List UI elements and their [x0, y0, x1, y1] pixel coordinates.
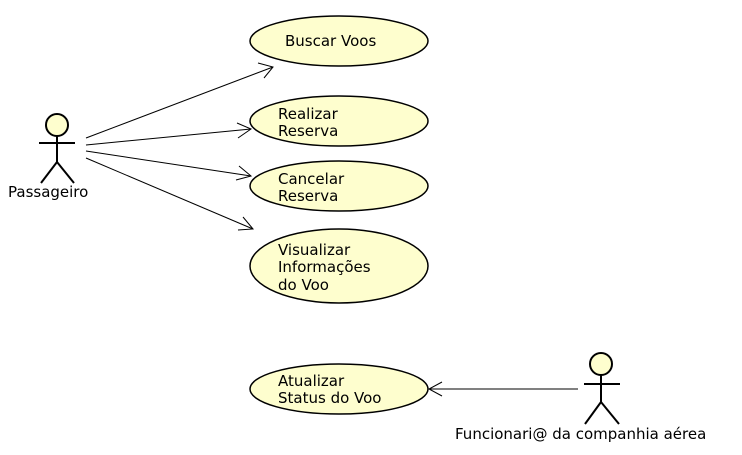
- use-case-cancelar-reserva[interactable]: Cancelar Reserva: [249, 160, 429, 212]
- association-passageiro-cancelar-reserva: [85, 150, 253, 181]
- use-case-realizar-reserva[interactable]: Realizar Reserva: [249, 95, 429, 147]
- use-case-label-line-2: Reserva: [278, 122, 338, 140]
- actor-passageiro[interactable]: Passageiro: [8, 113, 88, 201]
- stick-figure-icon: [39, 113, 75, 184]
- use-case-label-line-1: Visualizar: [278, 241, 351, 259]
- use-case-ellipse: [249, 95, 429, 147]
- use-case-atualizar-status[interactable]: Atualizar Status do Voo: [249, 363, 429, 415]
- use-case-ellipse: [249, 228, 429, 304]
- association-passageiro-realizar-reserva: [85, 122, 253, 146]
- use-case-label-line-2: Status do Voo: [278, 389, 381, 407]
- use-case-label-line-1: Cancelar: [278, 170, 345, 188]
- stick-figure-icon: [584, 352, 620, 425]
- use-case-label-line-2: Reserva: [278, 187, 338, 205]
- association-passageiro-buscar-voos: [85, 62, 274, 139]
- association-funcionario-atualizar-status: [427, 381, 578, 397]
- use-case-label-line-1: Realizar: [278, 105, 339, 123]
- use-case-label-line-2: Informações: [278, 258, 371, 276]
- use-case-label-line-3: do Voo: [278, 276, 329, 294]
- use-case-visualizar-informacoes[interactable]: Visualizar Informações do Voo: [249, 228, 429, 304]
- associations: [85, 62, 578, 397]
- association-passageiro-visualizar: [85, 157, 255, 231]
- use-case-ellipse: [249, 363, 429, 415]
- use-case-ellipse: [249, 160, 429, 212]
- actor-name: Passageiro: [8, 183, 88, 201]
- use-case-buscar-voos[interactable]: Buscar Voos: [249, 15, 429, 67]
- use-case-label: Buscar Voos: [285, 32, 376, 50]
- use-case-label-line-1: Atualizar: [278, 372, 345, 390]
- use-case-ellipse: [249, 15, 429, 67]
- actor-name: Funcionari@ da companhia aérea: [455, 425, 706, 443]
- actor-funcionario[interactable]: Funcionari@ da companhia aérea: [455, 352, 706, 443]
